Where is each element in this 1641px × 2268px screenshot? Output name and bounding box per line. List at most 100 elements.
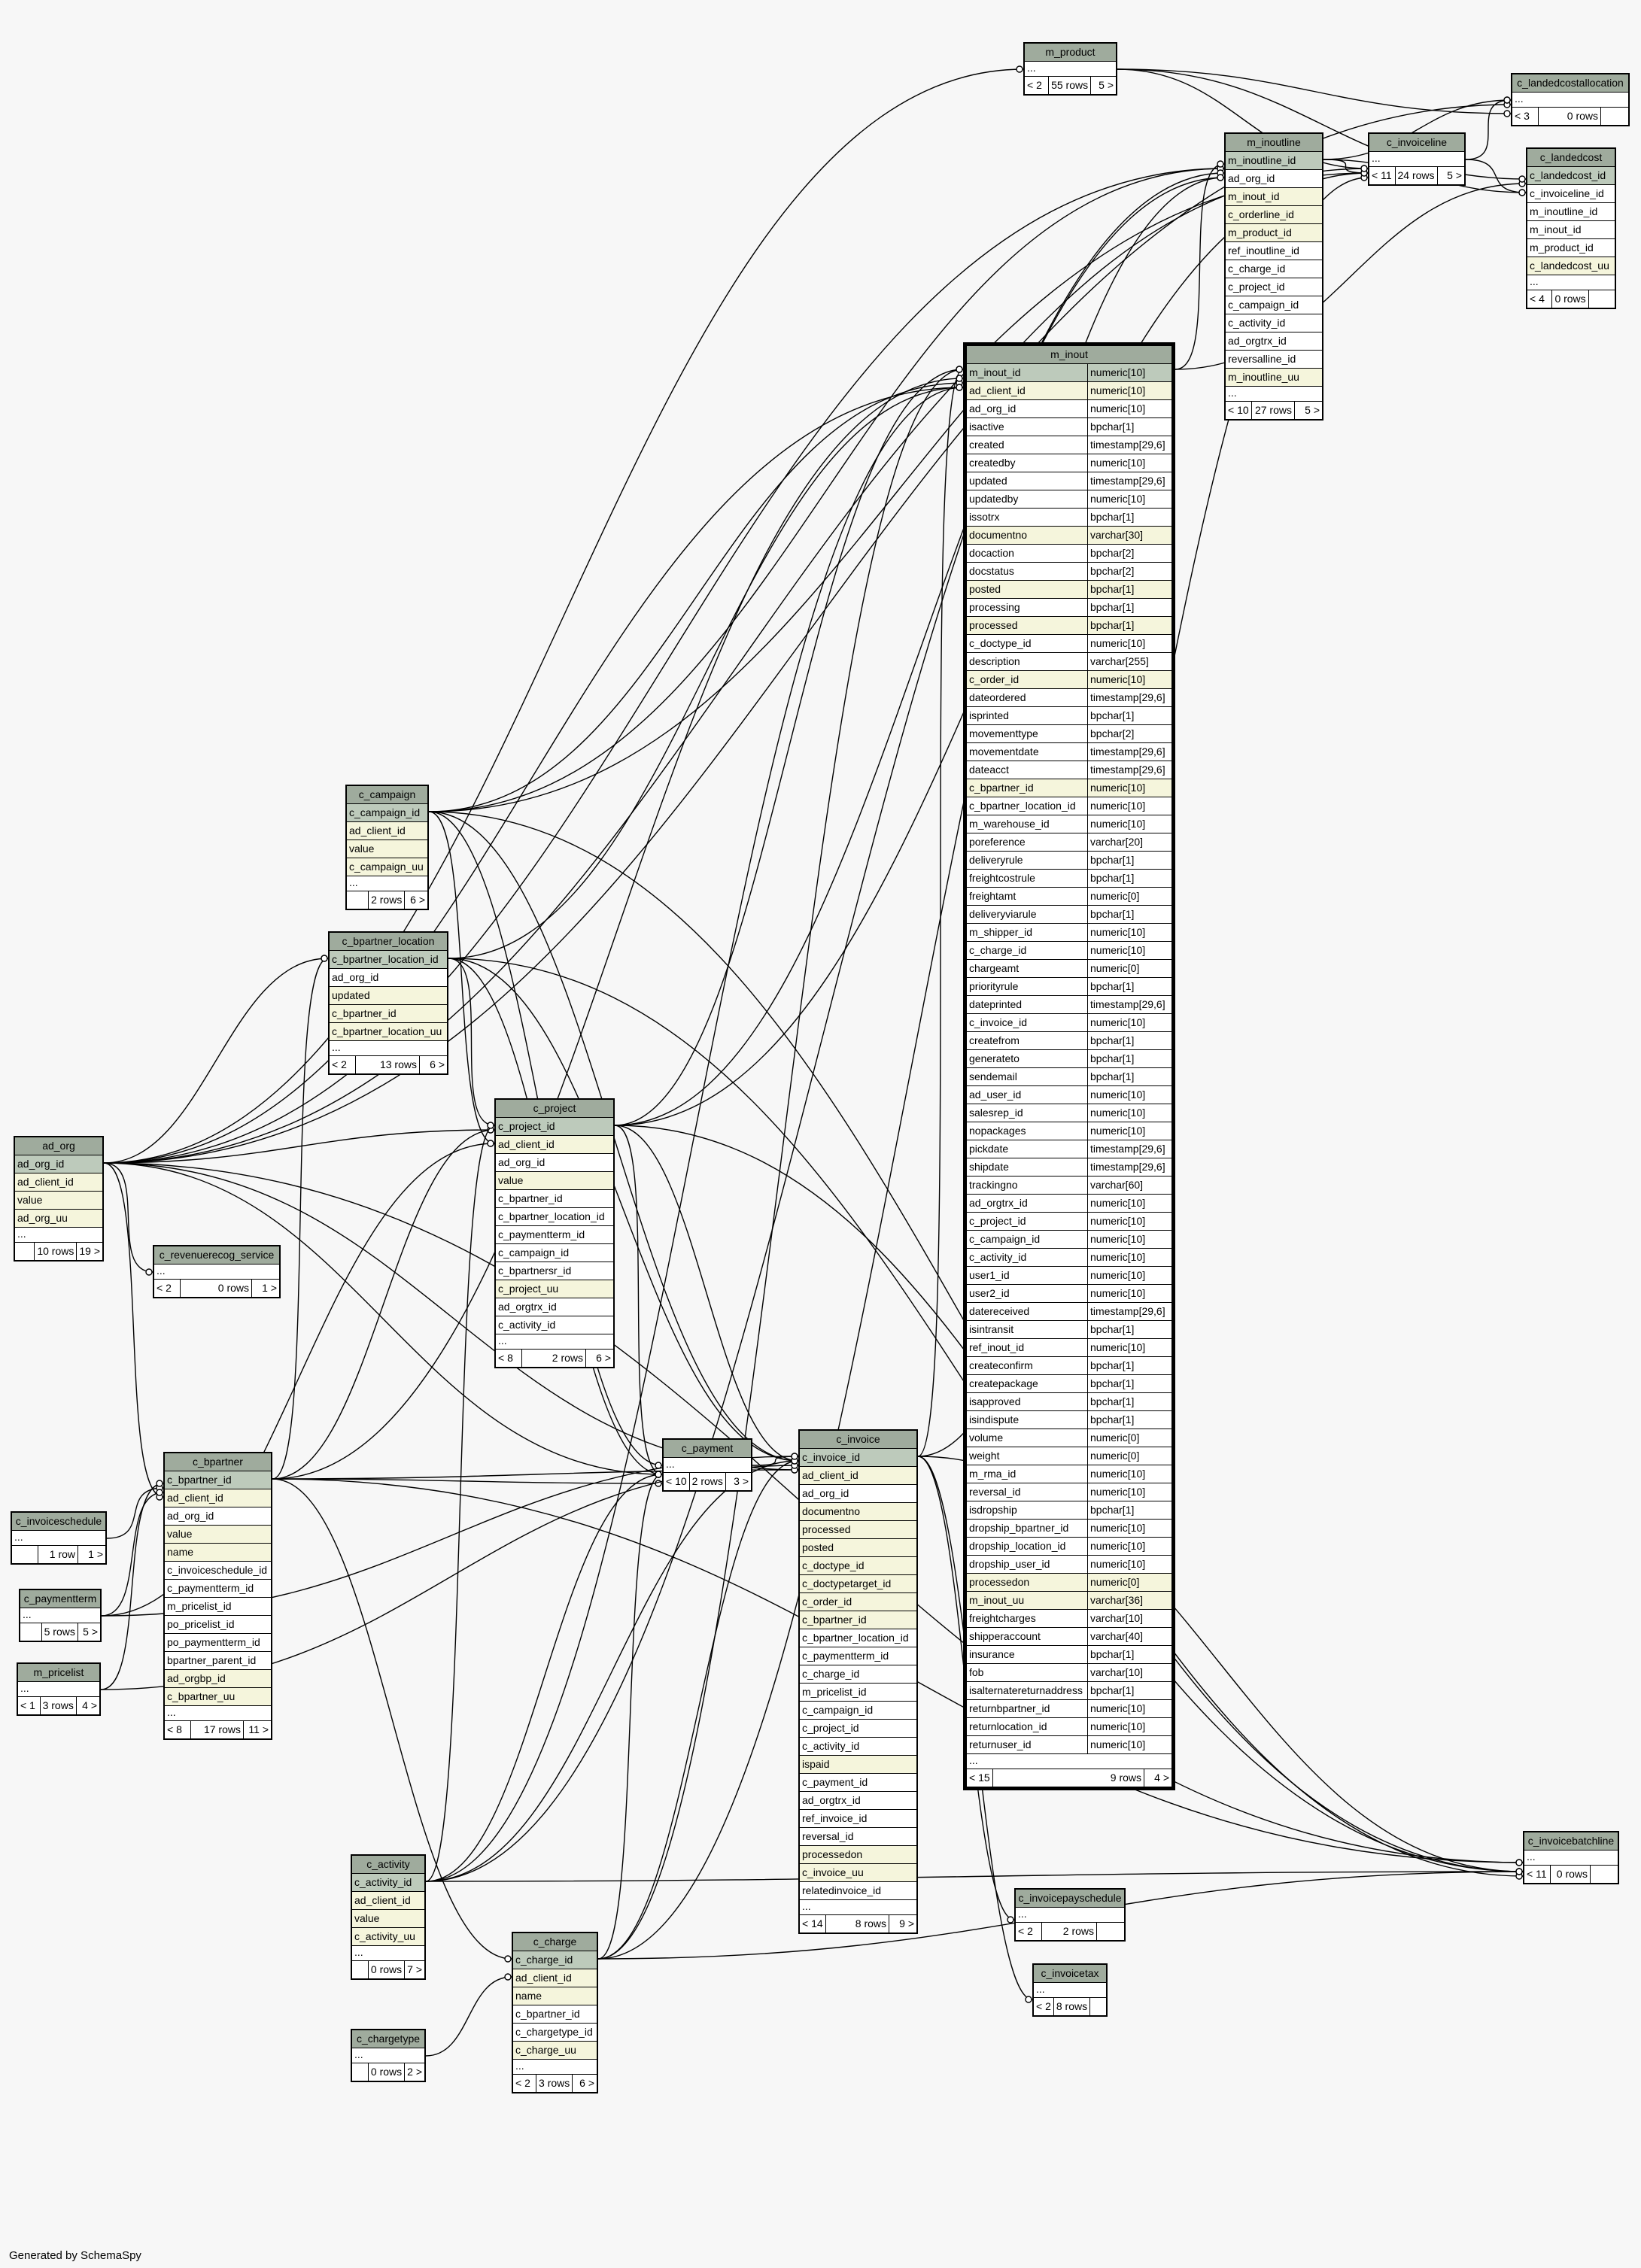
column-name: posted — [802, 1541, 834, 1553]
column-name: documentno — [802, 1505, 861, 1517]
table-name[interactable]: c_invoicepayschedule — [1016, 1890, 1124, 1908]
column-name: movementtype — [969, 727, 1038, 739]
table-name[interactable]: m_inout — [967, 346, 1171, 364]
table-name[interactable]: m_product — [1025, 44, 1116, 62]
more-columns-ellipsis: ... — [12, 1531, 105, 1546]
column-name: movementdate — [969, 745, 1039, 758]
table-name[interactable]: c_revenuerecog_service — [154, 1246, 279, 1265]
column-type: timestamp[29,6] — [1087, 1158, 1171, 1176]
table-name[interactable]: c_landedcostallocation — [1512, 74, 1628, 93]
column-name: m_product_id — [1228, 226, 1292, 238]
table-name[interactable]: c_invoiceline — [1369, 134, 1464, 152]
column-row: ad_orgtrx_id — [800, 1792, 916, 1810]
table-name[interactable]: ad_org — [15, 1137, 102, 1155]
column-name: c_project_uu — [498, 1283, 559, 1295]
table-name[interactable]: c_charge — [513, 1933, 597, 1951]
column-name: description — [969, 655, 1020, 667]
column-row: c_activity_id — [800, 1738, 916, 1756]
column-name: dropship_user_id — [969, 1558, 1050, 1570]
row-count: 3 rows — [41, 1697, 77, 1714]
table-name[interactable]: c_invoice — [800, 1431, 916, 1449]
column-name: shipdate — [969, 1161, 1009, 1173]
column-name: value — [349, 843, 375, 855]
column-name: c_activity_uu — [354, 1930, 415, 1942]
column-type: bpchar[1] — [1087, 1411, 1171, 1429]
table-name[interactable]: c_chargetype — [352, 2030, 424, 2048]
column-name: isintransit — [969, 1323, 1014, 1335]
relationship-edge — [614, 369, 964, 1126]
edge-endpoint — [1503, 110, 1511, 117]
column-name: c_invoice_id — [969, 1016, 1028, 1028]
relationship-edge — [101, 1492, 164, 1617]
table-name[interactable]: c_bpartner_location — [330, 933, 447, 951]
column-row: ad_org_id — [496, 1154, 613, 1172]
column-name: user1_id — [969, 1269, 1010, 1281]
edge-endpoint — [655, 1462, 662, 1469]
more-columns-ellipsis: ... — [967, 1754, 1171, 1769]
table-name[interactable]: c_project — [496, 1100, 613, 1118]
table-name[interactable]: c_paymentterm — [20, 1590, 100, 1608]
column-row: po_pricelist_id — [165, 1616, 271, 1634]
column-row: m_product_id — [1226, 224, 1322, 242]
table-name[interactable]: c_landedcost — [1527, 149, 1615, 167]
column-type: numeric[10] — [1087, 1465, 1171, 1483]
column-row: ad_client_id — [352, 1892, 424, 1910]
edge-endpoint — [1503, 96, 1511, 104]
table-name[interactable]: c_invoicetax — [1034, 1965, 1106, 1983]
relationship-edge — [1175, 163, 1225, 370]
table-name[interactable]: c_invoicebatchline — [1524, 1832, 1618, 1851]
table-name[interactable]: c_activity — [352, 1856, 424, 1874]
table-name[interactable]: c_campaign — [347, 786, 427, 804]
column-row: c_project_id — [800, 1720, 916, 1738]
table-name[interactable]: c_bpartner — [165, 1453, 271, 1471]
column-name: ad_client_id — [349, 824, 406, 836]
relationship-edge — [1117, 68, 1512, 114]
table-name[interactable]: c_payment — [664, 1440, 751, 1458]
column-name: bpartner_parent_id — [167, 1654, 257, 1666]
more-columns-ellipsis: ... — [496, 1334, 613, 1350]
column-name: c_orderline_id — [1228, 208, 1294, 220]
table-name[interactable]: m_pricelist — [18, 1664, 99, 1682]
column-name: ispaid — [802, 1758, 830, 1770]
table-name[interactable]: m_inoutline — [1226, 134, 1322, 152]
column-name: m_inoutline_id — [1530, 205, 1598, 217]
relationship-edge — [103, 168, 1225, 1164]
column-name: c_bpartner_id — [167, 1474, 232, 1486]
table-name[interactable]: c_invoiceschedule — [12, 1513, 105, 1531]
column-type: timestamp[29,6] — [1087, 761, 1171, 779]
column-type: bpchar[1] — [1087, 599, 1171, 616]
column-name: createconfirm — [969, 1359, 1033, 1371]
